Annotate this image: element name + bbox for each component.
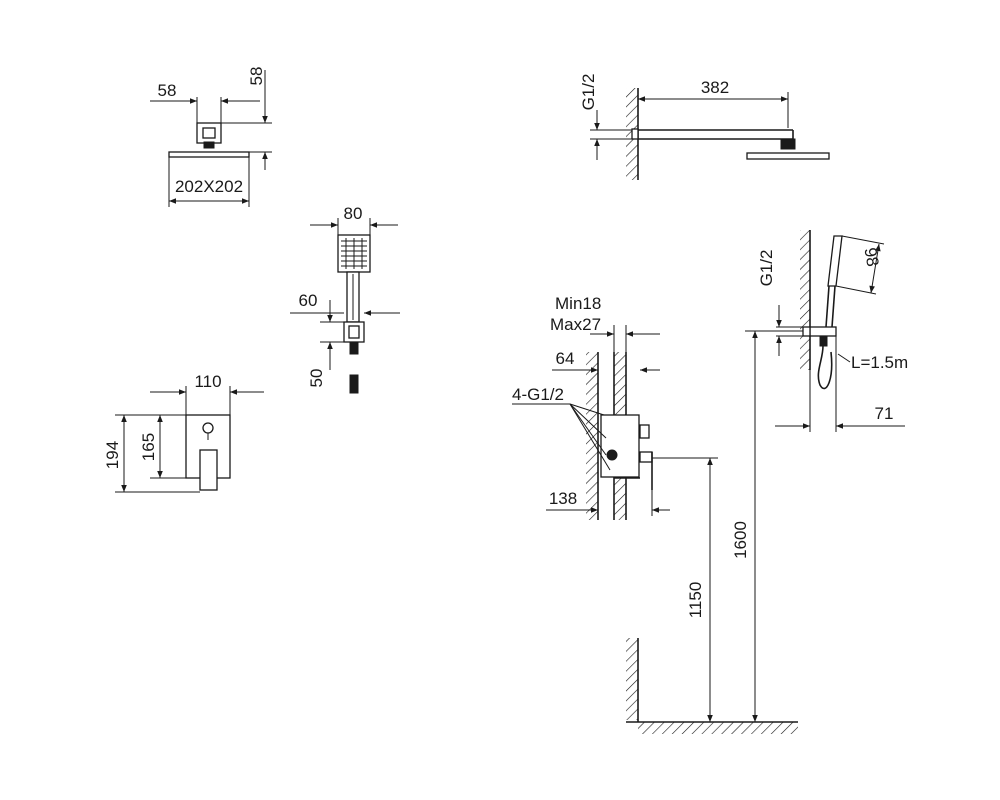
wall-min-label: Min18 [555,294,601,313]
outlet-side-view: 98 G1/2 L=1.5m 71 [757,230,908,432]
holder-height-label: 60 [299,291,318,310]
valve-front-view: 110 194 165 [103,372,264,493]
valve-section-view: Min18 Max27 64 4-G1/2 138 [512,294,670,520]
depth-138-label: 138 [549,489,577,508]
wall-outlet [809,326,837,337]
hose-end [349,374,359,394]
head-mount-inner [202,127,216,139]
hose-length-label: L=1.5m [851,353,908,372]
arm-head-joint [780,138,796,150]
arm-thread-label: G1/2 [579,74,598,111]
head-plate [168,151,250,158]
side-hand-head [827,235,843,287]
floor-heights-view: 1150 1600 [626,330,803,734]
valve-height-inner-label: 165 [139,433,158,461]
side-hose [817,345,833,390]
wall-max-label: Max27 [550,315,601,334]
diverter-knob [202,422,214,434]
hose-connector [349,341,359,355]
head-width-label: 58 [158,81,177,100]
depth-64-label: 64 [556,349,575,368]
hand-shower-view: 80 60 50 [290,204,400,394]
arm-head-plate [746,152,830,160]
valve-height-outer-label: 194 [103,441,122,469]
valve-body [600,414,640,478]
hand-length-label: 98 [860,246,882,268]
head-ball-joint [203,141,215,149]
outlet-offset-label: 71 [875,404,894,423]
outlet-floor-height-label: 1600 [731,521,750,559]
head-height-label: 58 [247,67,266,86]
outlet-thread-label: G1/2 [757,250,776,287]
mixer-lever [199,449,218,491]
hand-width-label: 80 [344,204,363,223]
head-size-label: 202X202 [175,177,243,196]
hose-conn-label: 50 [307,369,326,388]
valve-floor-height-label: 1150 [686,582,705,619]
arm-length-label: 382 [701,78,729,97]
wall-arm-view: 382 G1/2 [579,74,830,180]
shower-head-view: 58 58 202X202 [150,67,272,207]
valve-width-label: 110 [194,372,221,391]
inlets-label: 4-G1/2 [512,385,564,404]
